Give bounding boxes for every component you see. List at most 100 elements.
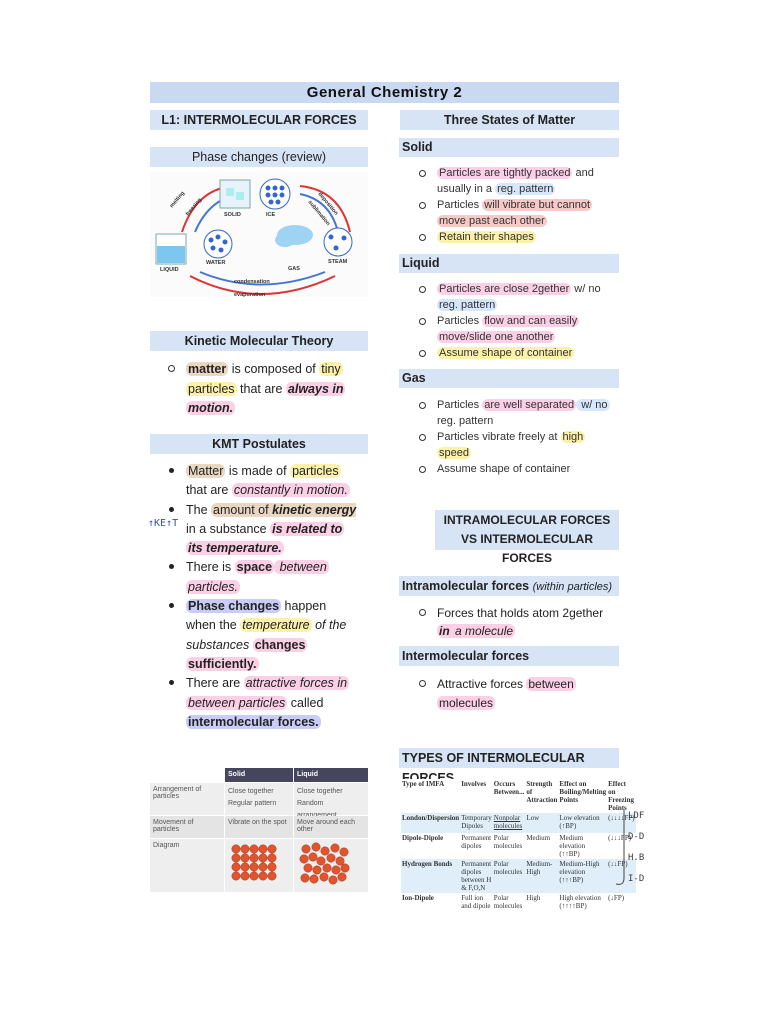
postulate-text: called — [287, 695, 324, 710]
label-solid: SOLID — [224, 212, 241, 218]
states-heading: Three States of Matter — [400, 110, 619, 130]
intra-text: a molecule — [449, 624, 516, 638]
table-cell-text: Close together — [228, 788, 274, 795]
side-notes: LDF D-D H.B I-D — [628, 806, 644, 890]
postulate-text: amount of — [213, 502, 273, 517]
label-melting: melting — [169, 190, 186, 209]
list-item: matter is composed of tiny particles tha… — [168, 360, 366, 419]
ice-cube — [236, 192, 244, 200]
table-cell: Move around each other — [294, 816, 368, 838]
liquid-particles-diagram — [299, 842, 350, 885]
side-bracket — [615, 810, 625, 885]
postulate-text: changes — [252, 637, 308, 652]
postulate-text: The — [186, 502, 212, 517]
table-cell-text: Random arrangement — [297, 800, 337, 819]
sublimation-arrow — [299, 193, 339, 233]
liquid-text: flow and can easily — [482, 315, 580, 327]
kmt-word: motion. — [186, 401, 236, 415]
label-freezing: freezing — [185, 197, 203, 217]
list-item: Assume shape of container — [419, 345, 617, 361]
lesson-heading: L1: INTERMOLECULAR FORCES — [150, 110, 368, 130]
table-cell: Ion-Dipole — [402, 894, 434, 902]
table-cell: Dipole-Dipole — [402, 834, 444, 842]
table-cell: Permanent dipoles — [461, 834, 492, 850]
table-cell: (↓↓↓FP) — [608, 834, 632, 842]
kmt-postulates-heading: KMT Postulates — [150, 434, 368, 454]
solid-heading-text: Solid — [402, 140, 433, 154]
postulate-text: attractive forces in — [243, 676, 350, 691]
table-cell: High — [526, 894, 541, 902]
postulate-text: Matter — [186, 464, 226, 478]
solid-text: move past each other — [437, 215, 547, 227]
intramolecular-heading: Intramolecular forces (within particles) — [399, 576, 619, 596]
liquid-text: move/slide one another — [437, 331, 556, 343]
table-row: Dipole-Dipole Permanent dipoles Polar mo… — [401, 833, 636, 859]
solid-heading: Solid — [399, 138, 619, 157]
table-row-label: Movement of particles — [150, 816, 224, 838]
postulate-text: constantly in motion. — [231, 483, 350, 498]
table-cell: Movement of particles — [153, 819, 194, 833]
kmt-word: particles — [186, 381, 237, 396]
gas-text: speed — [437, 447, 471, 459]
intramolecular-subtitle: (within particles) — [532, 581, 613, 593]
postulate-text: substances — [186, 637, 253, 652]
postulate-text: space — [234, 560, 275, 575]
kmt-word: is composed of — [228, 362, 320, 376]
table-cell: Nonpolar molecules — [493, 814, 523, 830]
table-cell-solid-diagram — [225, 839, 293, 892]
table-header-cell: Effect on Boiling/Melting Points — [559, 780, 607, 804]
deposition-arrow — [299, 185, 351, 233]
list-item: There are attractive forces in between p… — [169, 674, 368, 732]
postulate-text: its temperature. — [186, 541, 284, 556]
label-steam: STEAM — [328, 259, 348, 265]
table-cell: Medium-High — [526, 860, 553, 876]
kmt-heading: Kinetic Molecular Theory — [150, 331, 368, 351]
table-cell-text: Regular pattern — [228, 800, 277, 807]
intermolecular-heading: Intermolecular forces — [399, 646, 619, 666]
types-imf-heading: TYPES OF INTERMOLECULAR FORCES — [399, 748, 619, 785]
liquid-heading-text: Liquid — [402, 256, 440, 270]
inter-text: Attractive forces — [437, 677, 527, 691]
intra-text: Forces that holds atom 2gether — [437, 606, 604, 620]
table-header-cell: Involves — [461, 780, 487, 788]
types-imf-heading-text: TYPES OF INTERMOLECULAR FORCES — [402, 751, 585, 785]
table-cell: Hydrogen Bonds — [402, 860, 453, 868]
table-cell: Vibrate on the spot — [225, 816, 293, 838]
solid-text: will vibrate but cannot — [482, 199, 593, 211]
intermolecular-heading-text: Intermolecular forces — [402, 649, 530, 663]
table-cell: Arrangement of particles — [153, 786, 202, 800]
ice-cube — [226, 188, 234, 196]
table-header-cell: Type of IMFA — [402, 780, 445, 788]
table-cell: (↓FP) — [608, 894, 625, 902]
table-row-label: Diagram — [150, 839, 224, 892]
intramolecular-heading-text: Intramolecular forces — [402, 579, 530, 593]
gas-text: Assume shape of container — [437, 463, 571, 475]
intra-vs-inter-heading: INTRAMOLECULAR FORCES VS INTERMOLECULAR … — [435, 510, 619, 565]
list-item: There is space between particles. — [169, 558, 368, 597]
intra-list: Forces that holds atom 2gether in a molec… — [419, 604, 619, 640]
ice-molecules — [265, 185, 285, 205]
liquid-text: Particles are close 2gether — [437, 283, 572, 295]
table-header-cell: Solid — [228, 771, 246, 778]
inter-text: molecules — [437, 696, 496, 710]
postulate-text: temperature — [240, 618, 312, 633]
postulates-body: Matter is made of particles that are con… — [169, 462, 368, 732]
table-header-cell: Occurs Between... — [493, 780, 525, 796]
intra-text: in — [439, 624, 450, 638]
imfa-table: Type of IMFA Involves Occurs Between... … — [401, 779, 636, 911]
gas-text: reg. pattern — [437, 415, 494, 427]
gas-text: are well separated — [482, 399, 577, 411]
liquid-text: Assume shape of container — [437, 347, 575, 359]
table-row-label: Arrangement of particles — [150, 783, 224, 815]
kmt-body: matter is composed of tiny particles tha… — [168, 360, 366, 419]
liquid-text: w/ no — [571, 283, 601, 295]
label-liquid: LIQUID — [160, 267, 179, 273]
solid-particles-diagram — [231, 844, 277, 881]
water-molecule-circle — [203, 229, 233, 259]
label-evaporation: evaporation — [234, 292, 266, 297]
gas-text: w/ no — [576, 399, 610, 411]
